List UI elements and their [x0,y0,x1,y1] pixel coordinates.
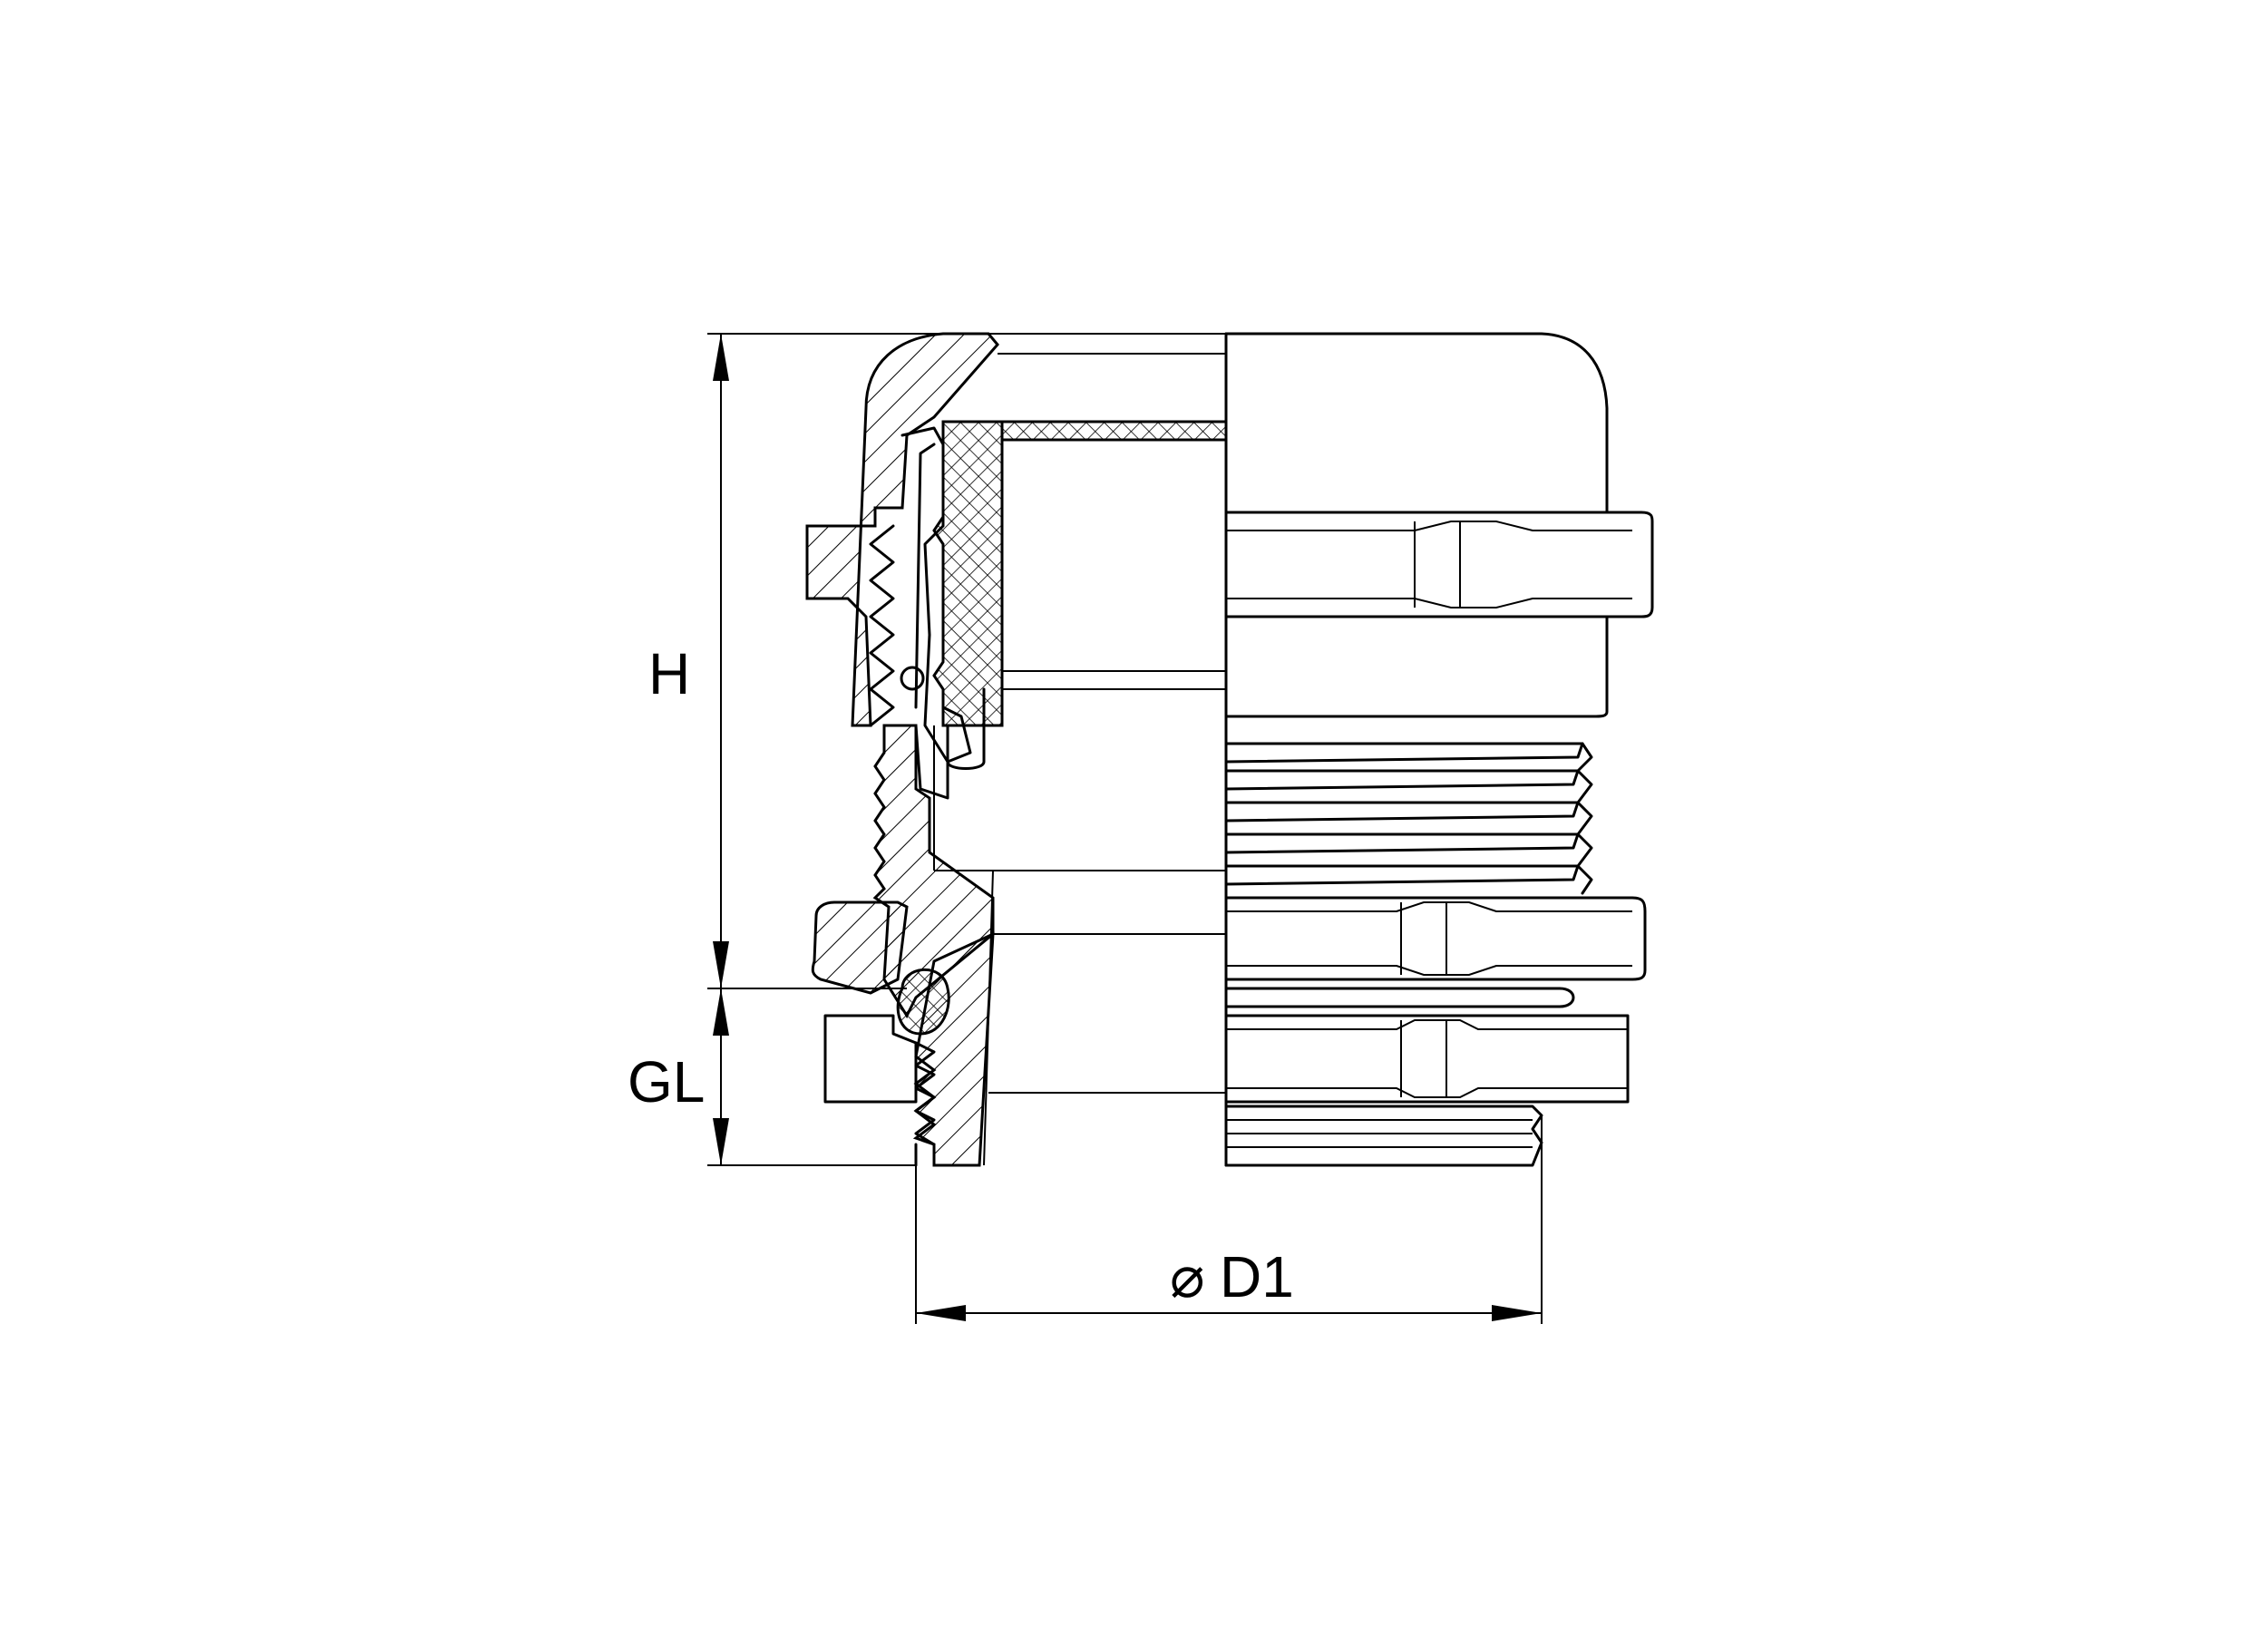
entry-thread-exterior [1224,1105,1543,1167]
base-hex-edge-top [1226,1019,1628,1030]
dim-gl-arrow-bottom [713,1118,729,1165]
cap-thread [869,524,895,727]
lock-nut-section [811,900,909,995]
dimension-d1: ⌀ D1 [915,1115,1543,1324]
seal-inner-tube [946,687,986,770]
cap-hex-edge-top [1226,521,1632,531]
exterior-threads [1224,742,1593,895]
entry-thread-lines [1226,1119,1533,1148]
base-nut-hex [1224,1014,1630,1104]
dimension-gl: GL [628,988,916,1166]
dim-d1-arrow-right [1492,1305,1542,1321]
diameter-symbol: ⌀ [1170,1244,1205,1309]
dim-gl-label: GL [628,1049,705,1115]
seal-insert-section [932,420,1004,727]
seal-top-strip [1000,420,1228,442]
lock-hex-edge-bottom [1226,965,1632,976]
entry-body-section [912,931,995,1167]
dome-cap [1224,332,1609,514]
dimension-h: H [648,333,1226,989]
clamp-insert [900,426,949,800]
cap-skirt [1224,615,1609,718]
cap-hex-nut [1224,511,1654,618]
exterior-view [1224,332,1654,1167]
dim-d1-label: D1 [1220,1244,1294,1309]
detent-circle [900,666,925,691]
section-view [805,332,1228,1167]
lock-nut-hex [1224,896,1647,981]
base-hex-edge-bottom [1226,1087,1628,1098]
bore-line-lower [983,870,994,1166]
base-nut-section [823,1014,918,1104]
dim-h-arrow-bottom [713,941,729,988]
cap-hex-edge-bottom [1226,598,1632,608]
dim-h-arrow-top [713,334,729,381]
dim-gl-arrow-top [713,988,729,1036]
washer [1224,987,1575,1008]
dim-h-label: H [648,641,690,706]
dim-d1-arrow-left [916,1305,966,1321]
lock-hex-edge-top [1226,901,1632,912]
